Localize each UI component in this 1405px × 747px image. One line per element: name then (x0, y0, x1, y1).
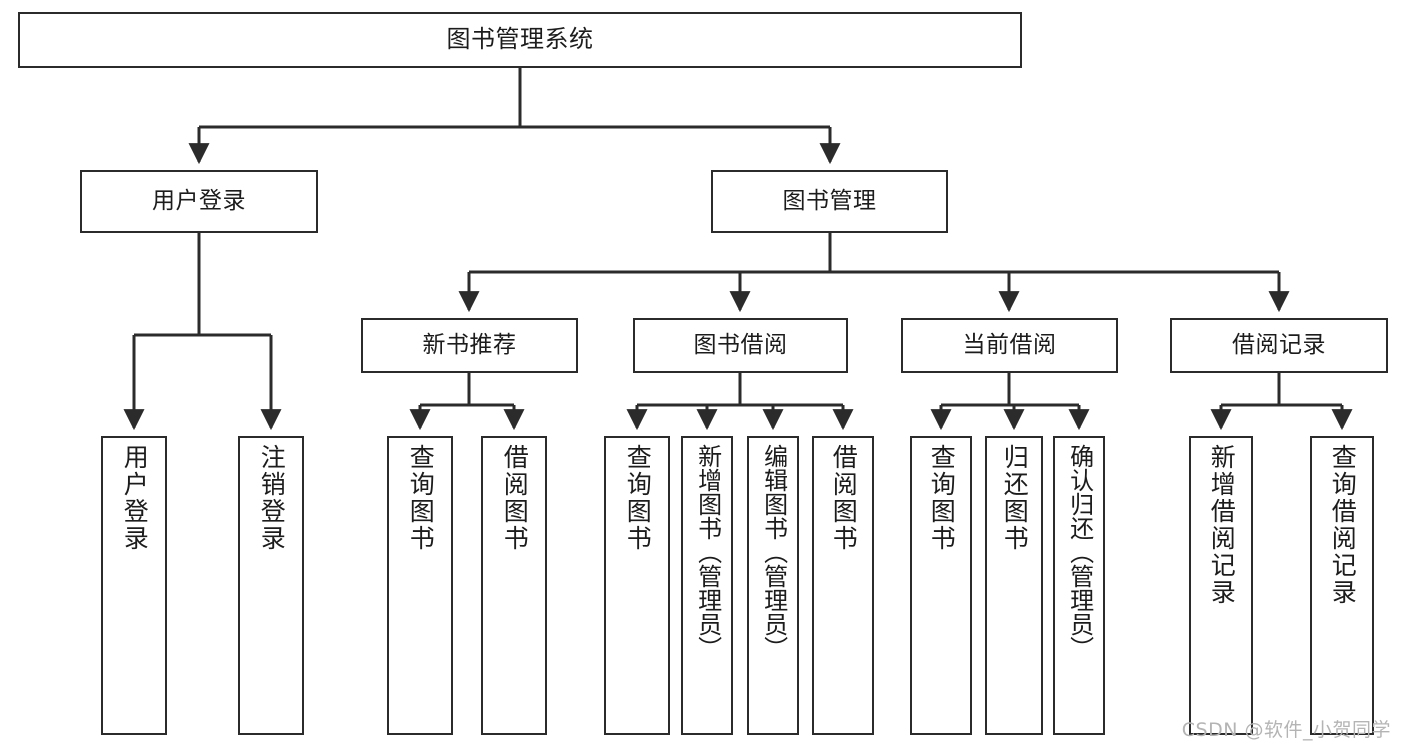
node-book-manage[interactable]: 图书管理 (711, 170, 948, 233)
node-current-borrow[interactable]: 当前借阅 (901, 318, 1118, 373)
node-leaf-borrow-book-2[interactable]: 借阅图书 (812, 436, 874, 735)
node-leaf-query-borrow-record[interactable]: 查询借阅记录 (1310, 436, 1374, 735)
node-leaf-add-borrow-record[interactable]: 新增借阅记录 (1189, 436, 1253, 735)
node-user-login[interactable]: 用户登录 (80, 170, 318, 233)
node-borrow-record-label: 借阅记录 (1232, 332, 1326, 359)
node-new-book-recommend[interactable]: 新书推荐 (361, 318, 578, 373)
node-leaf-query-book-3-label: 查询图书 (927, 444, 957, 552)
node-leaf-return-book[interactable]: 归还图书 (985, 436, 1043, 735)
node-book-borrow[interactable]: 图书借阅 (633, 318, 848, 373)
node-leaf-add-book-label: 新增图书（管理员） (693, 444, 722, 660)
node-leaf-borrow-book-1-label: 借阅图书 (500, 444, 530, 552)
node-borrow-record[interactable]: 借阅记录 (1170, 318, 1388, 373)
node-book-manage-label: 图书管理 (782, 188, 877, 215)
node-leaf-query-book-2[interactable]: 查询图书 (604, 436, 670, 735)
node-leaf-add-borrow-record-label: 新增借阅记录 (1207, 444, 1237, 606)
node-current-borrow-label: 当前借阅 (962, 332, 1057, 359)
node-book-borrow-label: 图书借阅 (693, 332, 788, 359)
node-leaf-query-book-2-label: 查询图书 (623, 444, 653, 552)
node-new-book-recommend-label: 新书推荐 (422, 332, 517, 359)
node-leaf-user-logout[interactable]: 注销登录 (238, 436, 304, 735)
node-leaf-borrow-book-1[interactable]: 借阅图书 (481, 436, 547, 735)
node-leaf-user-logout-label: 注销登录 (257, 444, 287, 552)
node-leaf-query-borrow-record-label: 查询借阅记录 (1328, 444, 1358, 606)
node-leaf-add-book[interactable]: 新增图书（管理员） (681, 436, 733, 735)
node-leaf-edit-book-label: 编辑图书（管理员） (759, 444, 788, 660)
node-leaf-query-book-1[interactable]: 查询图书 (387, 436, 453, 735)
node-leaf-user-login[interactable]: 用户登录 (101, 436, 167, 735)
node-leaf-query-book-3[interactable]: 查询图书 (910, 436, 972, 735)
node-leaf-confirm-return-label: 确认归还（管理员） (1065, 444, 1094, 660)
node-leaf-borrow-book-2-label: 借阅图书 (829, 444, 859, 552)
node-leaf-edit-book[interactable]: 编辑图书（管理员） (747, 436, 799, 735)
node-leaf-return-book-label: 归还图书 (1000, 444, 1030, 552)
node-root[interactable]: 图书管理系统 (18, 12, 1022, 68)
node-leaf-user-login-label: 用户登录 (120, 444, 150, 552)
node-root-label: 图书管理系统 (446, 25, 594, 54)
node-user-login-label: 用户登录 (152, 188, 246, 215)
node-leaf-confirm-return[interactable]: 确认归还（管理员） (1053, 436, 1105, 735)
node-leaf-query-book-1-label: 查询图书 (406, 444, 436, 552)
